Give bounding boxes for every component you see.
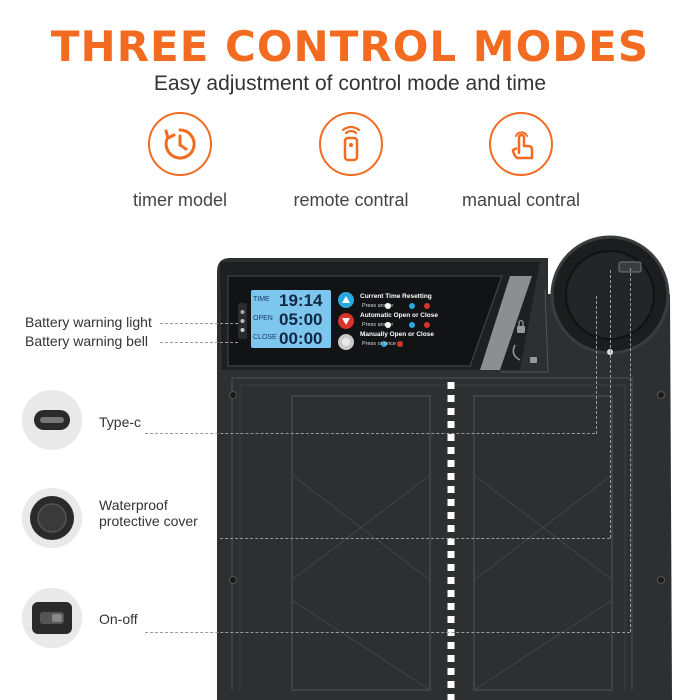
- close-label: CLOSE: [253, 334, 277, 341]
- callout-battery-bell: Battery warning bell: [25, 333, 148, 349]
- leader-line: [145, 632, 630, 633]
- instruction-title: Current Time Resetting: [360, 293, 432, 300]
- callout-cover-line1: Waterproof: [99, 497, 168, 513]
- lcd-display: TIME 19:14 OPEN 05:00 CLOSE 00:00: [251, 290, 331, 348]
- hand-touch-icon: [489, 112, 553, 176]
- clock-timer-icon: [148, 112, 212, 176]
- callout-battery-light: Battery warning light: [25, 314, 152, 330]
- mode-timer: timer model: [95, 112, 265, 211]
- leader-line: [630, 268, 631, 632]
- waterproof-cover-icon: [22, 488, 82, 548]
- on-off-switch-icon: [22, 588, 82, 648]
- up-arrow-icon: [342, 296, 350, 303]
- mode-label-timer: timer model: [132, 190, 228, 210]
- instruction-title: Automatic Open or Close: [360, 312, 439, 319]
- page-title: THREE CONTROL MODES: [50, 22, 650, 71]
- instruction-detail: Press and or: [362, 303, 394, 309]
- open-value: 05:00: [279, 310, 323, 329]
- leader-line: [160, 323, 238, 324]
- leader-line: [220, 538, 610, 539]
- close-value: 00:00: [279, 329, 323, 348]
- callout-on-off: On-off: [99, 611, 138, 627]
- type-c-port-icon: [22, 390, 82, 450]
- time-value: 19:14: [279, 291, 323, 310]
- mode-label-remote: remote contral: [293, 190, 409, 210]
- mode-manual: manual contral: [436, 112, 606, 211]
- down-arrow-icon: [342, 318, 350, 325]
- leader-line: [160, 342, 238, 343]
- callout-cover-line2: protective cover: [99, 513, 198, 529]
- instruction-detail: Press and or: [362, 322, 394, 328]
- mode-remote: remote contral: [266, 112, 436, 211]
- instruction-detail: Press or once: [362, 341, 396, 347]
- open-label: OPEN: [253, 315, 273, 322]
- mode-label-manual: manual contral: [461, 190, 581, 210]
- time-label: TIME: [253, 296, 270, 303]
- remote-control-icon: [319, 112, 383, 176]
- leader-line: [596, 296, 597, 434]
- leader-line: [610, 270, 611, 538]
- page-subtitle: Easy adjustment of control mode and time: [153, 72, 547, 95]
- leader-line: [145, 433, 595, 434]
- instruction-title: Manually Open or Close: [360, 331, 435, 338]
- callout-type-c: Type-c: [99, 414, 142, 430]
